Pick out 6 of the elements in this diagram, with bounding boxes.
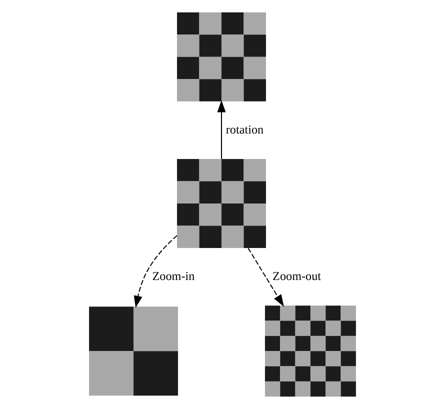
edge-label: Zoom-out bbox=[272, 268, 321, 283]
arrow bbox=[133, 235, 177, 308]
edge-label: rotation bbox=[225, 122, 264, 136]
arrow bbox=[216, 100, 226, 159]
edge-label: Zoom-in bbox=[152, 268, 194, 283]
arrow bbox=[247, 248, 284, 307]
